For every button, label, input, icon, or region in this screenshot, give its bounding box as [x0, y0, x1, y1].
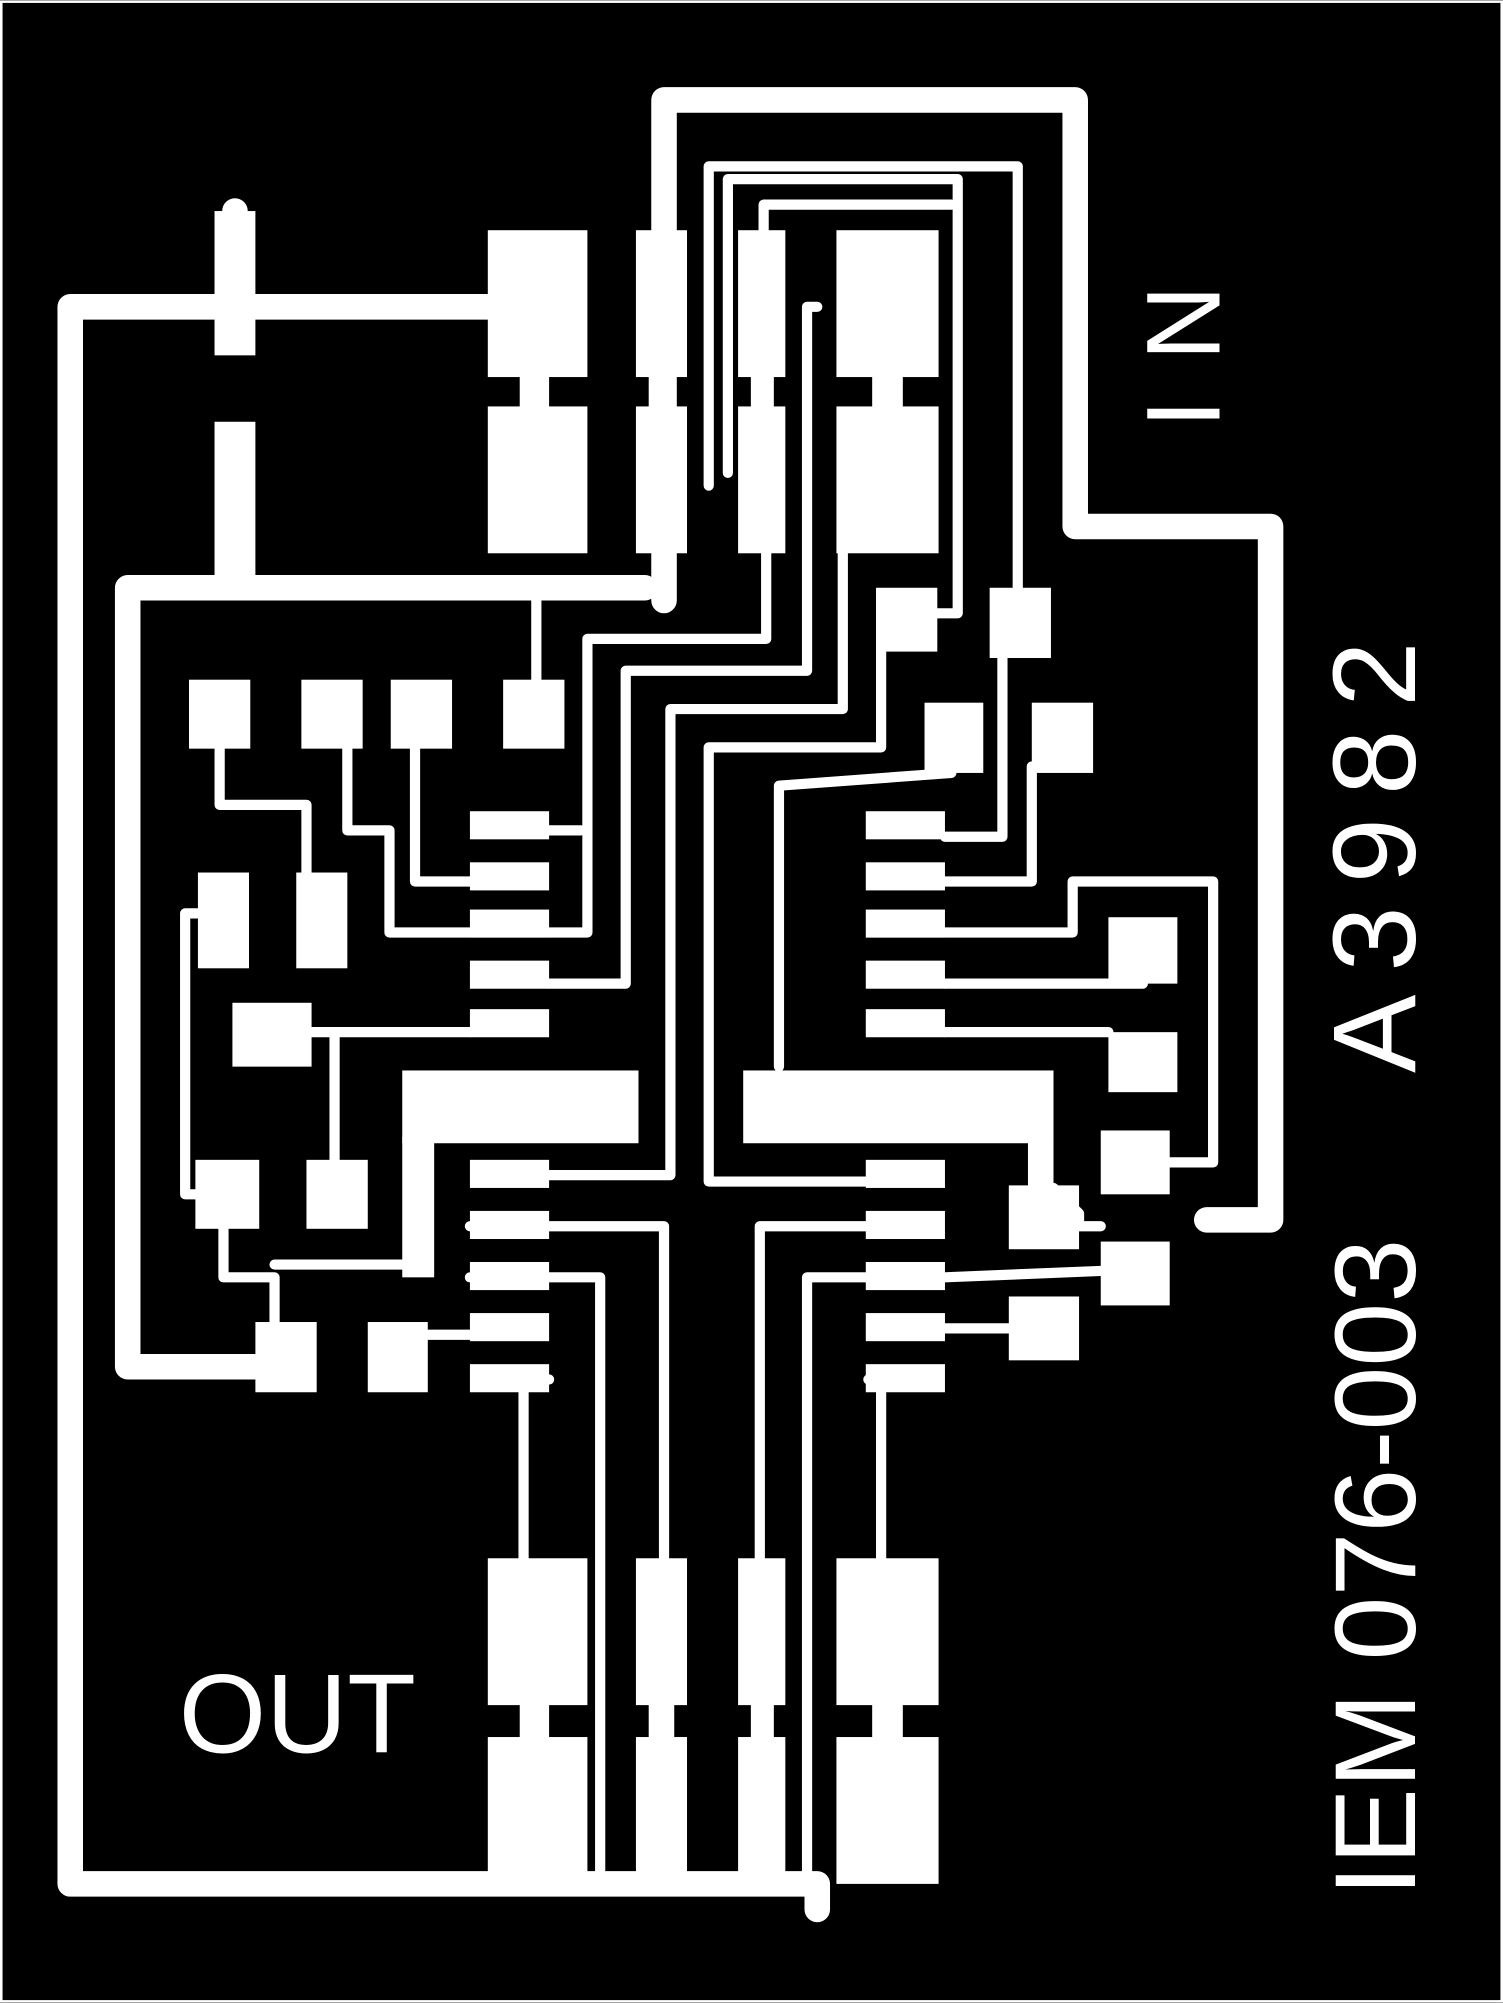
copper-pad: [469, 1009, 550, 1038]
copper-trace: [722, 174, 963, 619]
copper-pad: [865, 1009, 945, 1038]
copper-pad: [402, 1070, 639, 1144]
copper-pad: [648, 1698, 675, 1743]
copper-trace: [218, 1223, 280, 1328]
copper-pad: [1027, 1136, 1054, 1188]
copper-trace: [758, 199, 957, 236]
copper-pad: [487, 1558, 588, 1706]
copper-pad: [738, 230, 786, 378]
copper-pad: [648, 370, 675, 412]
copper-pad: [872, 370, 903, 412]
copper-trace: [342, 743, 476, 938]
copper-pad: [197, 872, 250, 969]
copper-pad: [738, 1737, 786, 1884]
copper-pad: [1008, 1185, 1080, 1250]
copper-pad: [469, 1313, 550, 1342]
copper-pad: [296, 872, 348, 969]
copper-trace: [214, 743, 312, 878]
copper-pad: [188, 679, 251, 749]
copper-pad: [989, 587, 1051, 658]
copper-pad: [232, 1002, 312, 1067]
copper-pad: [214, 421, 256, 575]
copper-pad: [469, 1364, 550, 1393]
copper-pad: [195, 1159, 260, 1229]
copper-pad: [865, 1364, 945, 1393]
chip-label: A3982: [1309, 618, 1440, 1073]
copper-pad: [402, 1136, 435, 1278]
copper-pad: [487, 230, 588, 378]
copper-pad: [743, 1070, 1054, 1144]
copper-trace: [114, 574, 658, 1380]
copper-pad: [865, 1159, 945, 1188]
copper-trace: [543, 548, 772, 938]
copper-pad: [750, 370, 774, 412]
copper-pad: [1100, 1130, 1170, 1195]
copper-trace: [180, 908, 204, 1200]
copper-trace: [754, 1221, 874, 1564]
copper-trace: [703, 161, 1023, 606]
copper-trace: [939, 652, 1008, 842]
copper-pads: [188, 211, 1178, 1884]
copper-pad: [519, 370, 550, 412]
copper-pad: [469, 909, 550, 938]
copper-pad: [836, 406, 939, 554]
copper-pad: [469, 862, 550, 891]
copper-trace: [543, 548, 848, 1181]
copper-pad: [301, 679, 363, 749]
copper-pad: [1108, 1032, 1178, 1093]
copper-pad: [865, 1210, 945, 1240]
copper-pad: [367, 1322, 428, 1393]
copper-pad: [865, 1262, 945, 1291]
copper-pad: [469, 1210, 550, 1240]
copper-pad: [738, 1558, 786, 1706]
copper-pad: [214, 211, 256, 356]
copper-trace: [939, 876, 1219, 1168]
copper-trace: [773, 767, 957, 1072]
copper-pad: [469, 1262, 550, 1291]
copper-pad: [865, 1313, 945, 1342]
copper-pad: [865, 811, 945, 840]
copper-pad: [924, 702, 984, 773]
copper-pad: [836, 1558, 939, 1706]
copper-pad: [750, 1698, 774, 1743]
copper-pad: [865, 960, 945, 989]
copper-pad: [836, 230, 939, 378]
copper-pad: [487, 1737, 588, 1884]
copper-pad: [1008, 1296, 1080, 1361]
copper-pad: [503, 679, 565, 749]
copper-pad: [635, 406, 688, 554]
copper-pad: [635, 1737, 688, 1884]
copper-pad: [865, 862, 945, 891]
copper-pad: [255, 1322, 317, 1393]
copper-pad: [469, 960, 550, 989]
copper-trace: [939, 1265, 1106, 1283]
copper-pad: [519, 1698, 550, 1743]
copper-pad: [872, 1698, 903, 1743]
copper-pad: [738, 406, 786, 554]
copper-pad: [1031, 702, 1094, 773]
output-label: OUT: [179, 1650, 416, 1776]
input-label: IN: [1126, 247, 1243, 428]
copper-trace: [801, 1272, 874, 1883]
copper-trace: [651, 87, 1284, 1233]
part-number-label: IEM 076-003: [1312, 1239, 1440, 1897]
copper-pad: [635, 230, 688, 378]
copper-trace: [57, 294, 831, 1923]
copper-pad: [876, 587, 938, 652]
copper-pad: [836, 1737, 939, 1884]
copper-pad: [469, 811, 550, 840]
copper-trace: [409, 743, 476, 887]
copper-pad: [865, 909, 945, 938]
copper-trace: [939, 761, 1037, 887]
copper-pad: [635, 1558, 688, 1706]
copper-pad: [306, 1159, 368, 1229]
copper-pad: [469, 1159, 550, 1188]
copper-pad: [1108, 917, 1178, 984]
copper-pad: [487, 406, 588, 554]
copper-pad: [1100, 1241, 1170, 1306]
copper-pad: [390, 679, 453, 749]
copper-trace: [543, 301, 823, 989]
